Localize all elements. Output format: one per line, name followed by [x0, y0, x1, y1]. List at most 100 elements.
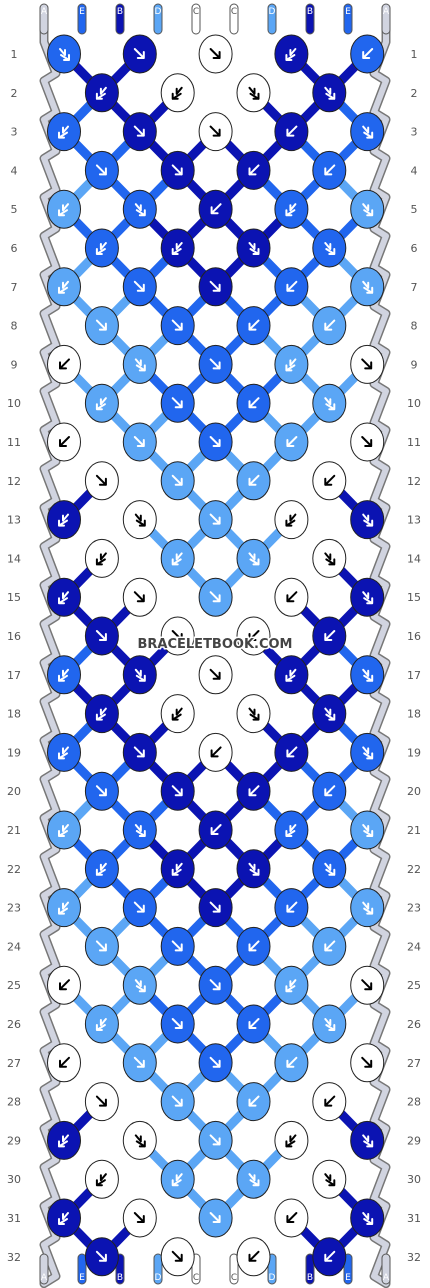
knot	[274, 112, 309, 152]
row-number-left: 4	[11, 164, 18, 177]
knot-arrow-icon	[209, 901, 221, 913]
string-label: D	[269, 1273, 276, 1283]
knot-arrow-icon	[171, 1173, 183, 1187]
knot	[47, 1120, 81, 1160]
knot	[350, 267, 385, 307]
knot-arrow-icon	[285, 824, 297, 837]
knot-arrow-icon	[248, 319, 260, 331]
knot	[350, 112, 385, 152]
knot-arrow-icon	[133, 746, 145, 758]
string-end-bar	[77, 1253, 87, 1285]
row-number-right: 1	[411, 48, 418, 61]
knot	[312, 1004, 347, 1044]
knot	[274, 422, 309, 462]
knot	[160, 461, 195, 501]
knot	[274, 888, 309, 928]
knot	[312, 926, 347, 966]
knot-arrow-icon	[248, 1095, 260, 1107]
row-number-right: 25	[407, 979, 421, 992]
knot-arrow-icon	[171, 1018, 183, 1029]
knot-arrow-icon	[362, 280, 374, 294]
string-label: B	[117, 7, 123, 17]
knot	[350, 344, 385, 384]
knot	[122, 422, 157, 462]
knot-arrow-icon	[59, 436, 70, 447]
knot-arrow-icon	[58, 1134, 69, 1148]
knot-arrow-icon	[324, 1250, 336, 1262]
knot-arrow-icon	[95, 862, 107, 876]
row-number-left: 8	[11, 320, 18, 333]
knot	[350, 1120, 385, 1160]
knot-arrow-icon	[58, 746, 69, 760]
knot-arrow-icon	[362, 1134, 374, 1148]
knot	[236, 461, 271, 501]
knot-arrow-icon	[324, 1018, 336, 1031]
string-label: C	[231, 7, 237, 17]
knot-arrow-icon	[171, 1095, 183, 1107]
row-number-right: 6	[411, 242, 418, 255]
knot-arrow-icon	[209, 513, 221, 525]
knot-arrow-icon	[133, 280, 145, 292]
string-end-top-10: A	[381, 3, 391, 35]
knot	[312, 849, 347, 889]
knot-arrow-icon	[324, 242, 336, 255]
knot-arrow-icon	[285, 358, 297, 372]
knot-arrow-icon	[248, 862, 260, 876]
knot-arrow-icon	[133, 591, 145, 603]
row-number-left: 2	[11, 87, 18, 100]
row-number-right: 22	[407, 863, 421, 876]
row-number-right: 18	[407, 708, 421, 721]
knot-arrow-icon	[361, 436, 373, 447]
knot-arrow-icon	[362, 48, 374, 59]
watermark: BRACELETBOOK.COM	[138, 637, 293, 652]
knot	[274, 810, 309, 850]
knot	[350, 577, 385, 617]
string-end-bar	[39, 3, 49, 35]
knot-arrow-icon	[285, 668, 297, 682]
row-number-left: 23	[7, 902, 21, 915]
knot-arrow-icon	[171, 86, 183, 100]
knot	[122, 888, 157, 928]
knot-arrow-icon	[95, 940, 107, 952]
string-end-top-6: C	[229, 3, 239, 35]
knot-arrow-icon	[209, 1056, 221, 1068]
knot	[350, 189, 385, 229]
knot	[236, 150, 271, 190]
string-end-bar	[229, 3, 239, 35]
knot-arrow-icon	[248, 630, 260, 641]
knot	[198, 655, 233, 695]
knot	[84, 1004, 119, 1044]
knot	[350, 732, 385, 772]
row-number-right: 23	[407, 902, 421, 915]
knot	[198, 965, 233, 1005]
knot-arrow-icon	[134, 979, 146, 993]
knot-arrow-icon	[209, 1212, 221, 1223]
row-number-right: 10	[407, 397, 421, 410]
knot-arrow-icon	[58, 1212, 69, 1225]
knot	[122, 1198, 157, 1238]
row-number-left: 9	[11, 358, 18, 371]
row-number-left: 19	[7, 746, 21, 759]
knot-arrow-icon	[209, 1134, 221, 1146]
string-end-bar	[381, 1253, 391, 1285]
knot	[198, 1043, 233, 1083]
knot-arrow-icon	[58, 513, 69, 527]
knot	[122, 34, 157, 74]
row-number-left: 27	[7, 1057, 21, 1070]
knot-arrow-icon	[286, 1056, 298, 1068]
knot-arrow-icon	[248, 86, 260, 100]
knot-arrow-icon	[362, 125, 374, 139]
knot-arrow-icon	[324, 397, 336, 411]
string-end-top-9: E	[343, 3, 353, 35]
string-end-bar	[191, 3, 201, 35]
string-end-top-1: A	[39, 3, 49, 35]
row-number-left: 32	[7, 1251, 21, 1264]
string-label: E	[79, 7, 85, 17]
string-end-bar	[39, 1253, 49, 1285]
knot	[84, 694, 119, 734]
string-end-bar	[153, 3, 163, 35]
knot-arrow-icon	[133, 1212, 145, 1223]
knot-arrow-icon	[324, 552, 336, 566]
knot	[312, 461, 347, 501]
knot	[160, 306, 195, 346]
